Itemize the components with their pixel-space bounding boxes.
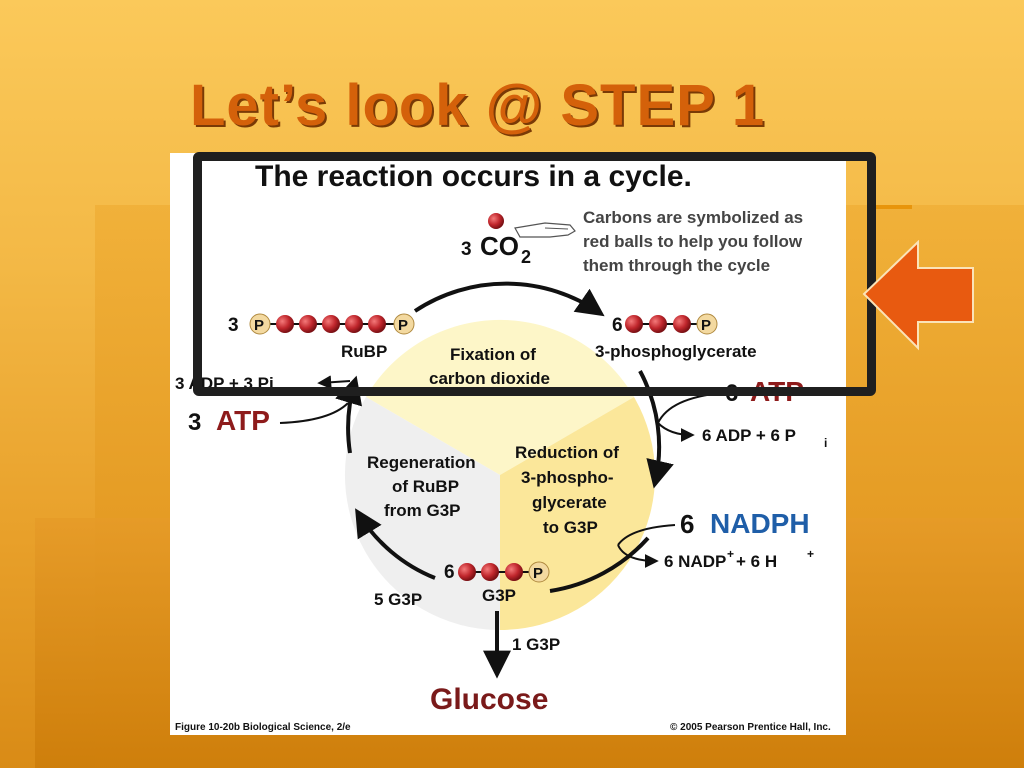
co2-subscript: 2 (521, 247, 531, 267)
fixation-label-1: Fixation of (450, 345, 536, 364)
right-adp-subscript: i (824, 436, 827, 450)
co2-carbon-ball (488, 213, 504, 229)
one-g3p: 1 G3P (512, 635, 560, 654)
nadph-coefficient: 6 (680, 509, 694, 539)
pg-carbon-1 (625, 315, 643, 333)
nadph-label: NADPH (710, 508, 810, 539)
rubp-coefficient: 3 (228, 315, 239, 336)
step1-highlight-box (193, 152, 876, 396)
rubp-carbon-4 (345, 315, 363, 333)
rubp-carbon-2 (299, 315, 317, 333)
phosphate-symbol: P (701, 317, 711, 334)
cycle-arc-right (638, 370, 674, 489)
h-superscript: + (807, 547, 814, 561)
reduction-label-3: glycerate (532, 493, 607, 512)
rubp-carbon-1 (276, 315, 294, 333)
rubp-carbon-5 (368, 315, 386, 333)
pg-carbon-2 (649, 315, 667, 333)
rubp-phosphate-left (249, 313, 271, 335)
g3p-phosphate (528, 561, 550, 583)
decorative-line (870, 205, 912, 209)
cycle-arc-bottom-right (549, 536, 650, 593)
calvin-cycle-figure: The reaction occurs in a cycle. 3 CO 2 C… (170, 153, 846, 735)
regeneration-label-1: Regeneration (367, 453, 476, 472)
slide-title: Let’s look @ STEP 1 (190, 73, 766, 138)
co2-coefficient: 3 (461, 239, 472, 260)
left-arrow-icon (862, 240, 974, 351)
rubp-carbon-3 (322, 315, 340, 333)
nadp-superscript: + (727, 547, 734, 561)
g3p-coefficient: 6 (444, 562, 455, 583)
pg-carbon-3 (673, 315, 691, 333)
pointing-hand-icon (514, 222, 576, 238)
five-g3p: 5 G3P (374, 590, 422, 609)
nadp-products: 6 NADP (664, 552, 726, 571)
fixation-sector (366, 319, 634, 475)
regeneration-label-2: of RuBP (392, 477, 459, 496)
left-atp: ATP (216, 405, 270, 436)
reduction-label-4: to G3P (543, 518, 598, 537)
carbon-note-line3: them through the cycle (583, 256, 770, 275)
pg-phosphate (696, 313, 718, 335)
fixation-label-2: carbon dioxide (429, 369, 550, 388)
figure-heading: The reaction occurs in a cycle. (255, 160, 692, 193)
g3p-carbon-3 (505, 563, 523, 581)
reduction-label-2: 3-phospho- (521, 468, 614, 487)
g3p-carbon-1 (458, 563, 476, 581)
rubp-phosphate-right (393, 313, 415, 335)
right-adp-products: 6 ADP + 6 P (702, 426, 796, 445)
phosphate-symbol: P (254, 317, 264, 334)
g3p-label: G3P (482, 586, 516, 605)
phosphate-symbol: P (398, 317, 408, 334)
cycle-arc-bottom-left (355, 508, 436, 580)
cycle-arc-left (335, 375, 363, 454)
phosphate-symbol: P (533, 565, 543, 582)
copyright-caption: © 2005 Pearson Prentice Hall, Inc. (670, 722, 831, 733)
g3p-carbon-2 (481, 563, 499, 581)
figure-caption: Figure 10-20b Biological Science, 2/e (175, 722, 351, 733)
carbon-note-line2: red balls to help you follow (583, 232, 803, 251)
glucose-label: Glucose (430, 683, 548, 716)
regeneration-label-3: from G3P (384, 501, 461, 520)
co2-label: CO (480, 231, 519, 261)
cycle-arc-top (413, 281, 605, 317)
h-products: + 6 H (736, 552, 777, 571)
pg-label: 3-phosphoglycerate (595, 342, 757, 361)
pg-coefficient: 6 (612, 315, 623, 336)
carbon-note-line1: Carbons are symbolized as (583, 208, 803, 227)
rubp-label: RuBP (341, 342, 387, 361)
reduction-label-1: Reduction of (515, 443, 619, 462)
left-atp-coefficient: 3 (188, 409, 201, 436)
